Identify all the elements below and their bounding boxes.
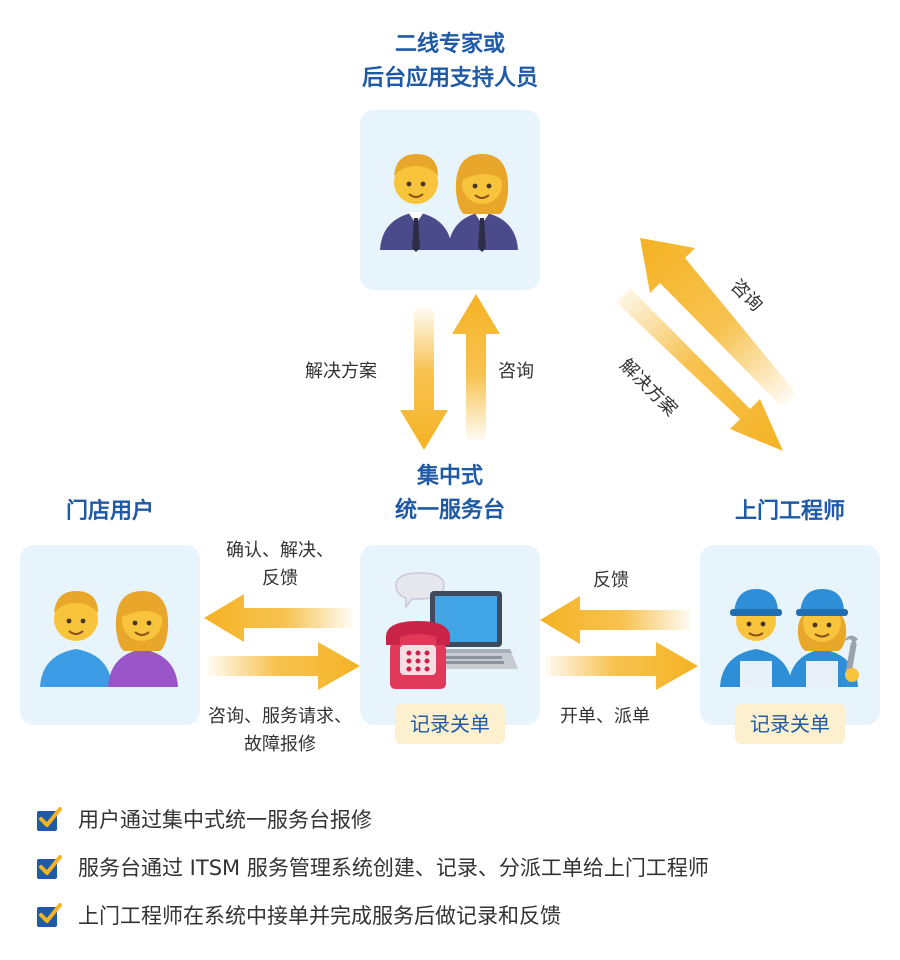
label-expert-to-desk: 解决方案 <box>305 361 377 382</box>
store-card <box>20 545 200 725</box>
label-desk-to-expert: 咨询 <box>498 361 534 382</box>
checkbox-checked-icon <box>37 807 62 831</box>
arrow-desk-to-engineer <box>545 642 698 690</box>
desk-card <box>360 545 540 725</box>
desk-close-ticket-tag: 记录关单 <box>395 704 505 744</box>
arrow-expert-to-engineer <box>616 288 783 451</box>
label-store-to-desk: 咨询、服务请求、 故障报修 <box>208 706 352 755</box>
label-engineer-to-desk: 反馈 <box>593 570 629 591</box>
arrow-engineer-to-expert <box>640 238 796 407</box>
engineer-close-ticket-tag: 记录关单 <box>735 704 845 744</box>
label-desk-to-engineer: 开单、派单 <box>560 706 650 727</box>
desk-title: 集中式 统一服务台 <box>394 464 505 523</box>
business-people-icon <box>380 154 518 252</box>
checkbox-checked-icon <box>37 855 62 879</box>
phone-and-laptop-icon <box>386 572 518 689</box>
bullet-item-2: 服务台通过 ITSM 服务管理系统创建、记录、分派工单给上门工程师 <box>36 852 709 882</box>
arrow-desk-to-store <box>204 594 352 642</box>
users-icon <box>40 591 178 687</box>
arrow-store-to-desk <box>208 642 360 690</box>
bullet-item-1: 用户通过集中式统一服务台报修 <box>36 804 372 834</box>
expert-title: 二线专家或 后台应用支持人员 <box>361 32 538 91</box>
label-desk-to-store: 确认、解决、 反馈 <box>226 540 334 589</box>
engineer-card <box>700 545 880 725</box>
bullet-item-3: 上门工程师在系统中接单并完成服务后做记录和反馈 <box>36 900 561 930</box>
checkbox-checked-icon <box>37 903 62 927</box>
store-title: 门店用户 <box>65 499 154 524</box>
arrow-expert-to-desk <box>400 308 448 450</box>
mechanics-icon <box>720 589 859 687</box>
arrow-desk-to-expert <box>452 294 500 440</box>
expert-card <box>360 110 540 290</box>
engineer-title: 上门工程师 <box>734 499 845 524</box>
arrow-engineer-to-desk <box>540 596 690 644</box>
